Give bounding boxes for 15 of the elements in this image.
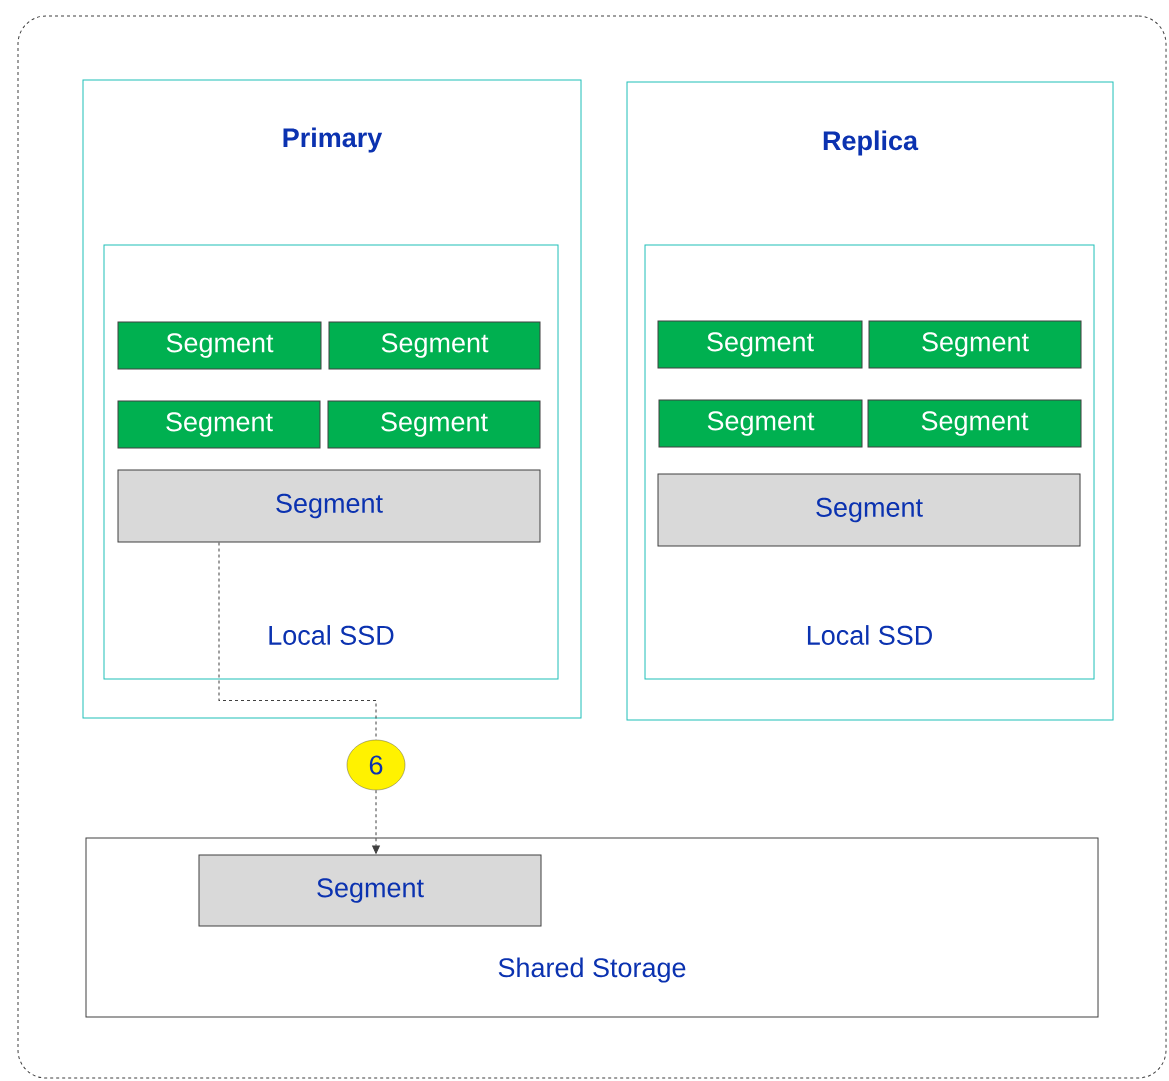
dashed-frame [17, 15, 1167, 1079]
segment-block: Segment [657, 473, 1081, 547]
segment-block: Segment [868, 320, 1082, 369]
segment-block: Segment [327, 400, 541, 449]
connector [372, 789, 380, 854]
step-number: 6 [346, 739, 406, 791]
segment-block: Segment [198, 854, 542, 927]
segment-block: Segment [117, 321, 322, 370]
segment-block: Segment [658, 399, 863, 448]
segment-block: Segment [117, 400, 321, 449]
segment-block: Segment [867, 399, 1082, 448]
connector [218, 542, 377, 741]
segment-block: Segment [328, 321, 541, 370]
segment-block: Segment [117, 469, 541, 543]
segment-block: Segment [657, 320, 863, 369]
